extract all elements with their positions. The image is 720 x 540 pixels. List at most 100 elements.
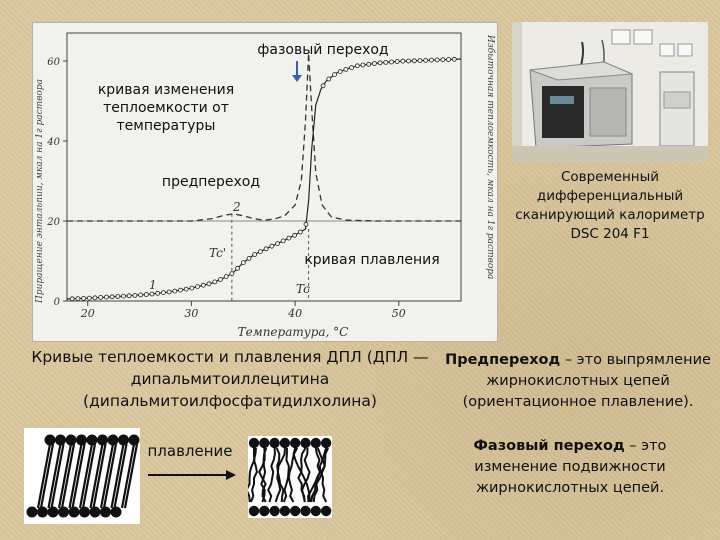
lipid-head <box>86 434 98 446</box>
lipid-tail <box>81 443 97 509</box>
lipid-tail <box>276 447 286 503</box>
lipid-tail <box>71 443 86 509</box>
lipid-tail <box>39 443 55 509</box>
melting-curve-point <box>178 287 183 293</box>
ordered-bilayer-drawing <box>26 434 140 518</box>
melting-curve-point <box>428 57 434 63</box>
disordered-lipids <box>245 437 332 517</box>
lipid-head <box>76 434 87 446</box>
lipid-head <box>320 505 332 517</box>
phase-transition-arrowhead <box>292 75 302 82</box>
lipid-head <box>79 506 90 518</box>
lipid-tail <box>123 443 139 509</box>
y-axis-label-left: Приращение энтальпии, мкал на 1г раствор… <box>35 79 45 304</box>
melting-curve-point <box>280 238 286 244</box>
x-tick-label: 40 <box>287 307 302 320</box>
melting-curve-point <box>212 279 218 285</box>
melting-curve-point <box>451 56 457 62</box>
definition-pretransition: Предпереход – это выпрямление жирнокисло… <box>438 350 718 413</box>
lipid-tail <box>113 443 128 509</box>
melting-curve-point <box>143 292 149 297</box>
melting-curve-point <box>81 295 86 301</box>
melting-curve-point <box>229 271 235 277</box>
lipid-head <box>118 434 129 446</box>
lipid-head <box>310 505 321 517</box>
melting-curve-point <box>366 61 372 67</box>
melting-curve-point <box>269 243 275 249</box>
x-axis-label: Температура, °C <box>238 325 349 339</box>
x-tick-label: 50 <box>392 307 406 320</box>
graph-caption: Кривые теплоемкости и плавления ДПЛ (ДПЛ… <box>31 348 429 410</box>
lipid-head <box>310 437 321 449</box>
lipid-head <box>259 505 270 517</box>
lipid-head <box>290 505 301 517</box>
melting-curve-point <box>218 277 223 282</box>
melting-arrow-icon <box>148 470 236 480</box>
melting-curve-point <box>423 58 429 63</box>
lipid-head <box>68 506 80 518</box>
definition-phase-transition: Фазовый переход – это изменение подвижно… <box>430 436 710 499</box>
melting-curve-point <box>354 63 360 69</box>
melting-curve-point <box>349 65 355 70</box>
melting-curve-point <box>69 296 75 302</box>
lipid-tail <box>249 447 258 503</box>
melting-curve-point <box>286 235 292 241</box>
melting-curve-point <box>394 59 400 64</box>
lipid-tail <box>60 443 76 509</box>
lipid-head <box>269 437 280 449</box>
lipid-tail <box>110 443 125 509</box>
lipid-head <box>269 505 280 517</box>
lipid-head <box>320 437 332 449</box>
lipid-tail <box>102 443 118 509</box>
tc-prime-label: Tc' <box>209 246 226 260</box>
definition-pretransition-term: Предпереход <box>445 352 561 368</box>
definition-pretransition-text: – это выпрямление жирнокислотных цепей (… <box>462 352 711 410</box>
melting-curve-point <box>132 292 138 298</box>
lipid-tail <box>68 443 83 509</box>
lipid-head <box>65 434 77 446</box>
lipid-head <box>248 505 260 517</box>
melting-curve-point <box>411 58 417 64</box>
lipid-tail <box>120 443 136 509</box>
lipid-head <box>37 506 48 518</box>
melting-curve-point <box>389 59 394 65</box>
melting-curve-point <box>126 293 132 299</box>
melting-curve-point <box>406 58 412 64</box>
melting-curve-point <box>383 60 389 65</box>
melting-curve-point <box>115 294 121 299</box>
y-tick-label: 0 <box>54 297 61 308</box>
lipid-head <box>107 434 119 446</box>
melting-curve-point <box>417 58 423 63</box>
lipid-head <box>290 437 301 449</box>
melting-curve-point <box>223 274 229 280</box>
melting-curve-point <box>200 282 206 288</box>
lipid-tail <box>78 443 94 509</box>
melting-label: плавление <box>147 442 233 460</box>
melting-curve-point <box>337 69 343 74</box>
disordered-bilayer-drawing <box>245 437 332 517</box>
melting-curve-point <box>275 241 280 247</box>
melting-curve-point <box>172 288 178 294</box>
lipid-head <box>47 506 59 518</box>
series-1-markers <box>69 56 457 302</box>
melting-curve-point <box>109 294 115 300</box>
melting-curve-point <box>303 221 309 227</box>
lipid-head <box>100 506 111 518</box>
melting-curve-point <box>160 290 166 296</box>
lipid-tail <box>267 447 276 503</box>
melting-curve-point <box>446 57 452 62</box>
melting-curve-point <box>195 284 201 290</box>
melting-curve-point <box>371 61 377 66</box>
lipid-tail <box>99 443 115 509</box>
lipid-tail <box>301 447 311 503</box>
melting-curve-label: кривая плавления <box>304 252 440 268</box>
heat-capacity-curve-label: кривая изменения теплоемкости от темпера… <box>97 82 235 134</box>
lipid-head <box>89 506 101 518</box>
lipid-head <box>300 437 311 449</box>
melting-curve-point <box>149 291 155 297</box>
y-tick-label: 60 <box>47 57 60 68</box>
tc-label: Tc <box>296 282 310 296</box>
melting-curve-point <box>400 58 406 64</box>
definition-phase-transition-text: – это изменение подвижности жирнокислотн… <box>474 438 667 496</box>
